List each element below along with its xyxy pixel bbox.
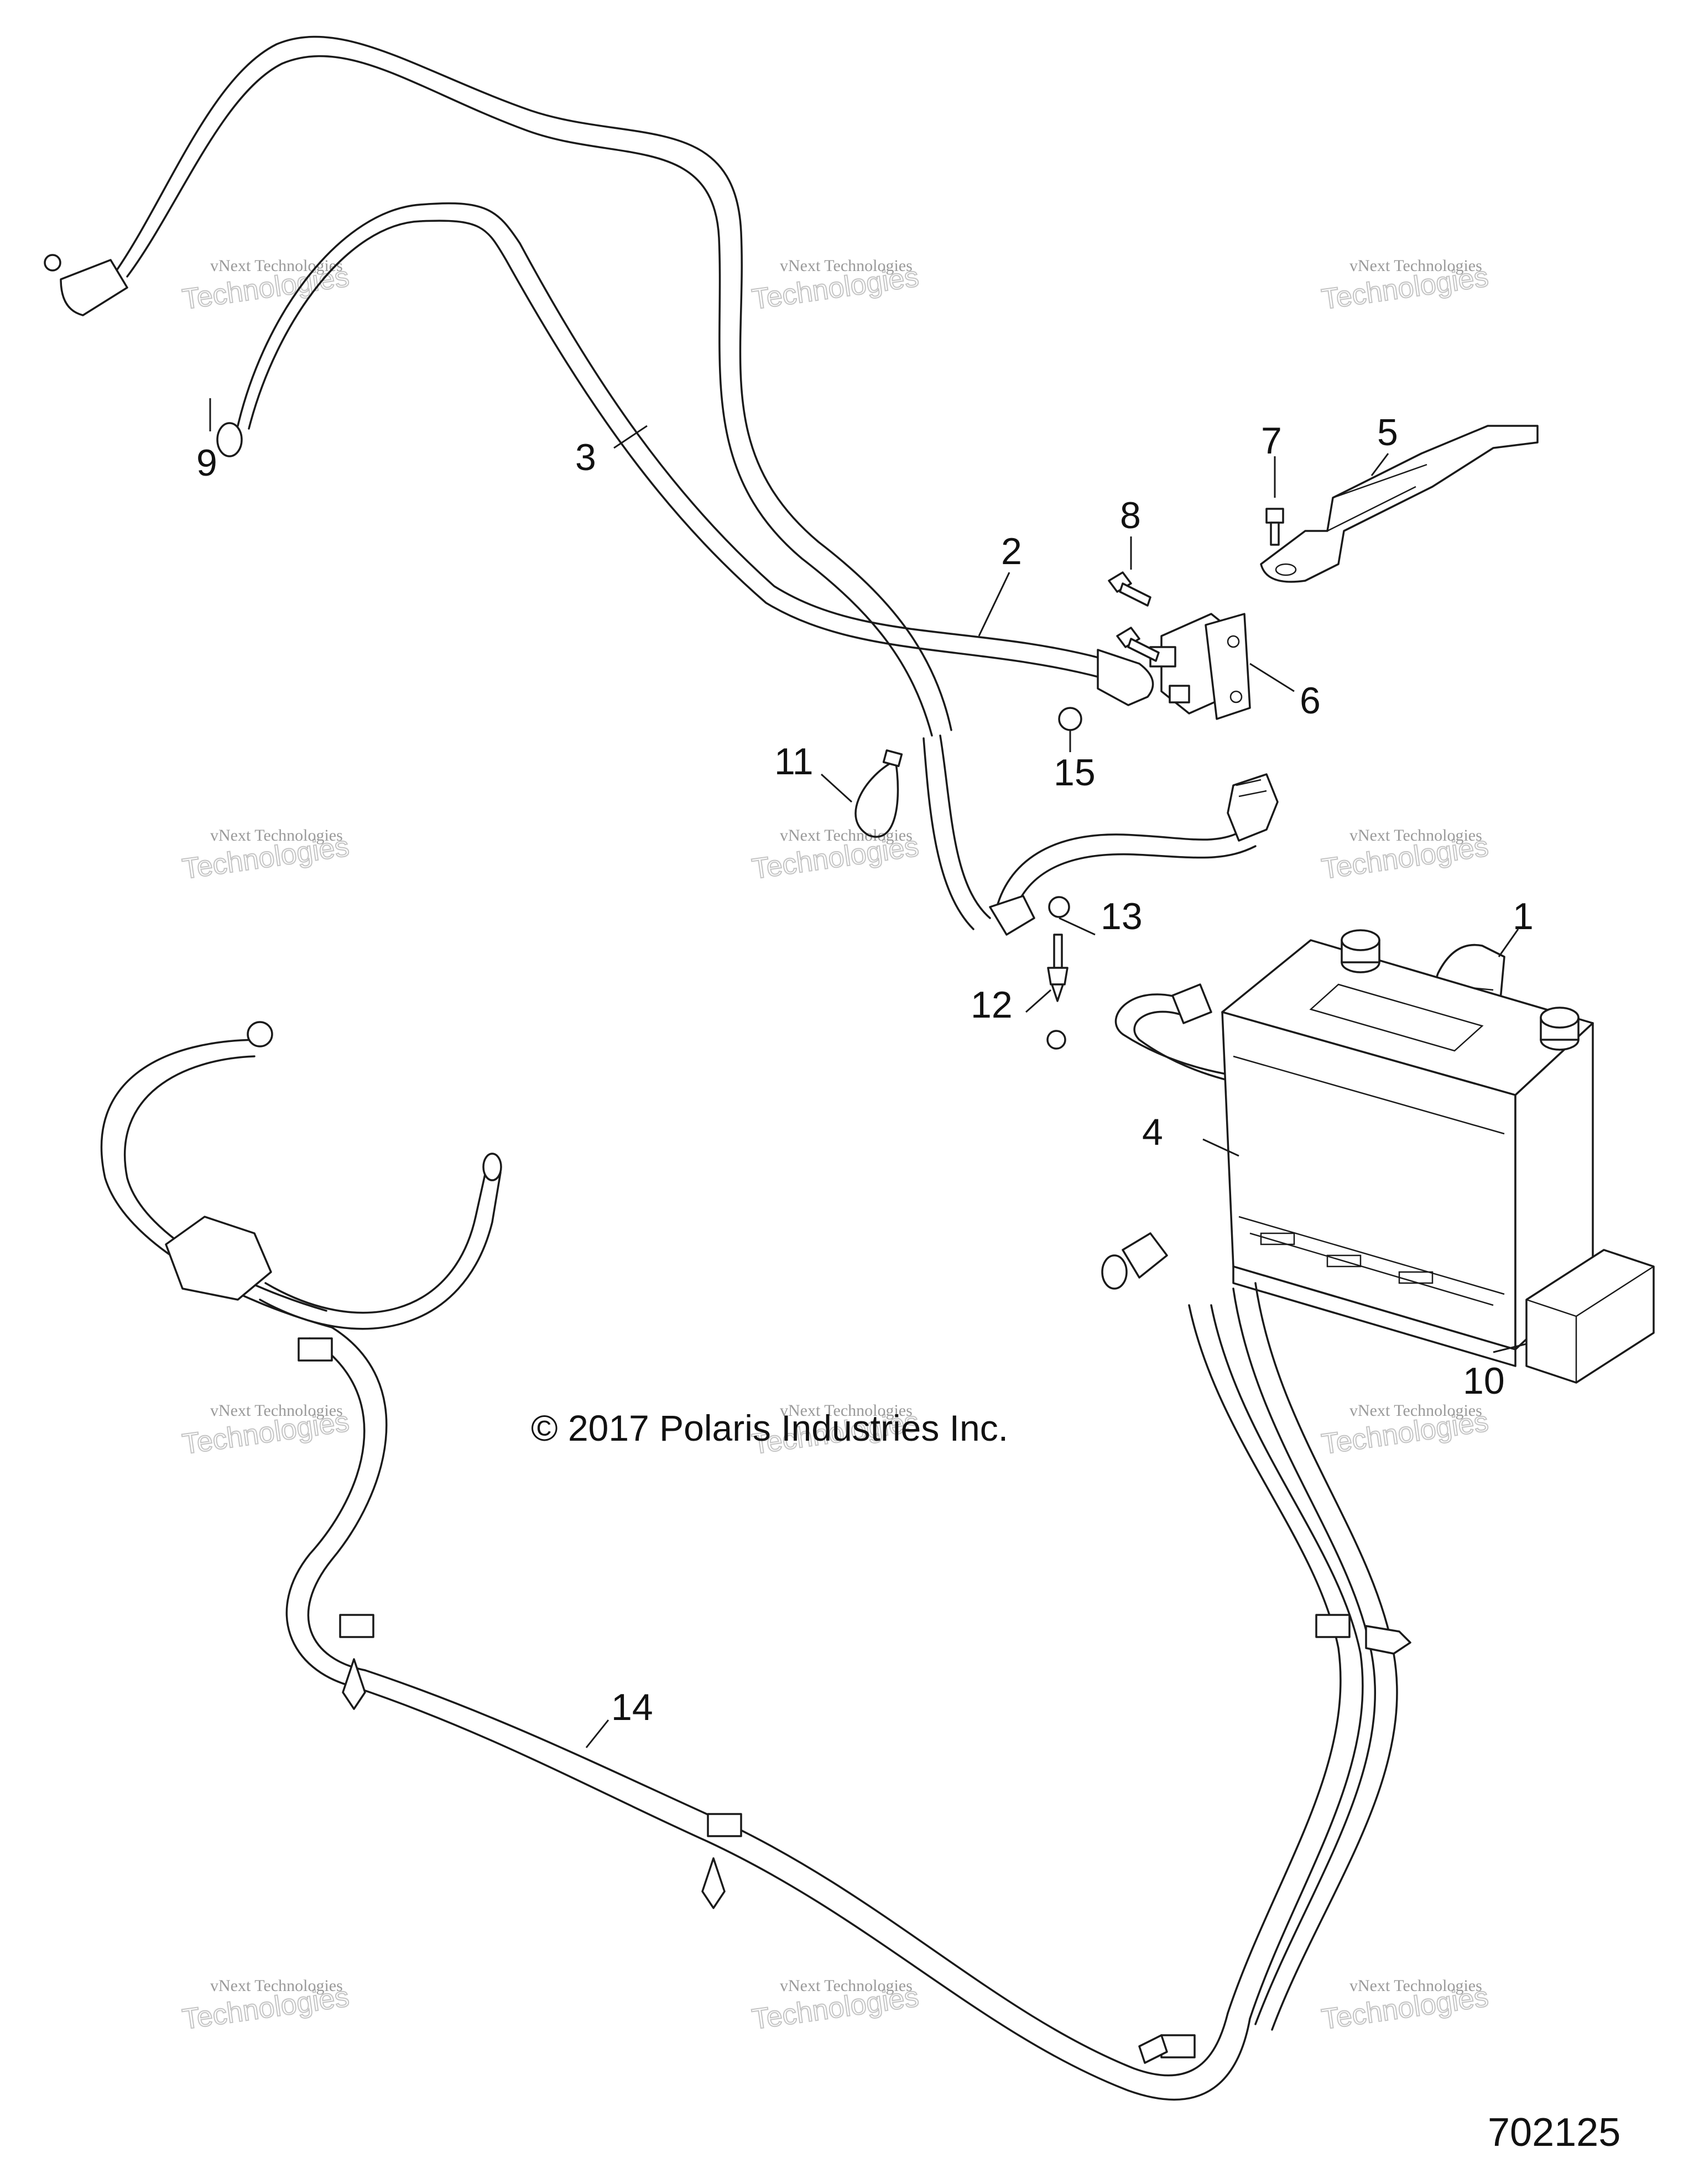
terminal-13 [989,895,1070,936]
harness-boot [1122,1232,1168,1279]
callout-9: 9 [196,442,217,484]
watermark: Technologies vNext Technologies [1319,1977,1491,2036]
solenoid-relay [1149,613,1251,720]
watermark: Technologies vNext Technologies [749,1977,921,2036]
cable-2-boot [1097,649,1154,706]
watermark-small-text: vNext Technologies [1349,1401,1482,1420]
harness-clip [1160,2034,1196,2058]
callout-10: 10 [1463,1360,1505,1402]
watermark-small-text: vNext Technologies [780,1401,913,1420]
push-pin [1138,2034,1168,2064]
bolt-8-lower [1116,627,1160,662]
harness-lead-end [482,1153,502,1181]
watermark-small-text: vNext Technologies [780,826,913,845]
callout-15: 15 [1054,752,1096,794]
callout-1: 1 [1513,895,1534,937]
harness-clip [707,1813,742,1837]
watermark-small-text: vNext Technologies [210,1401,343,1420]
callout-3: 3 [575,436,596,478]
callout-2: 2 [1001,530,1022,572]
watermark: Technologies vNext Technologies [180,826,352,886]
callout-13: 13 [1101,895,1143,937]
watermark-small-text: vNext Technologies [1349,1977,1482,1995]
cable-3-nut [44,254,61,272]
harness-clip [1315,1614,1351,1638]
push-pin [701,1857,726,1909]
watermark: Technologies vNext Technologies [180,257,352,316]
callout-5: 5 [1377,411,1398,454]
push-pin [1365,1625,1411,1655]
watermark: Technologies vNext Technologies [1319,826,1491,886]
watermark: Technologies vNext Technologies [1319,1401,1491,1461]
callout-labels: 1 2 3 4 5 6 7 8 9 10 11 12 13 14 15 [196,411,1534,1728]
cable-3-lower-run [923,734,991,930]
pad-10 [1525,1249,1655,1384]
push-pin [342,1658,366,1710]
ground-terminal [1227,773,1279,842]
cable-3-boot [60,259,128,316]
callout-12: 12 [971,984,1013,1026]
solenoid-terminal [1169,685,1190,703]
copyright-text: © 2017 Polaris Industries Inc. [531,1408,1008,1448]
watermark-small-text: vNext Technologies [780,1977,913,1995]
harness-clip [298,1337,333,1362]
nut-15 [1058,707,1082,731]
watermark-small-text: vNext Technologies [1349,826,1482,845]
watermark-small-text: vNext Technologies [1349,257,1482,275]
watermark: Technologies vNext Technologies [180,1977,352,2036]
bracket-5 [1260,425,1539,583]
watermark: Technologies vNext Technologies [749,257,921,316]
watermark-small-text: vNext Technologies [210,257,343,275]
watermark: Technologies vNext Technologies [1319,257,1491,316]
harness-ring-lug [247,1021,273,1047]
bolt-8 [1108,571,1151,607]
watermark: Technologies vNext Technologies [749,826,921,886]
harness-clip [339,1614,374,1638]
figure-number: 702125 [1488,2110,1620,2155]
fuse-holder [165,1216,272,1301]
callout-11: 11 [774,741,814,783]
watermark-small-text: vNext Technologies [210,1977,343,1995]
harness-ring-lug [1101,1254,1128,1290]
battery-4 [1221,929,1594,1367]
watermark-small-text: vNext Technologies [780,257,913,275]
stud-12 [1047,934,1069,1002]
callout-6: 6 [1300,680,1321,722]
callout-14: 14 [611,1686,653,1728]
bolt-7 [1265,508,1284,546]
cable-2 [216,202,1154,706]
callout-7: 7 [1261,420,1282,462]
battery-cable-end [1171,983,1212,1024]
watermark-small-text: vNext Technologies [210,826,343,845]
cable-2-ring-lug [216,422,243,457]
callout-4: 4 [1142,1111,1163,1153]
cable-3 [44,35,952,737]
harness-14 [100,1021,1411,2101]
ground-cable [994,773,1279,919]
nut-lower [1046,1030,1066,1050]
watermark: Technologies vNext Technologies [180,1401,352,1461]
callout-8: 8 [1120,494,1141,536]
leader-lines [209,398,1527,1748]
cable-tie-11 [854,749,903,838]
